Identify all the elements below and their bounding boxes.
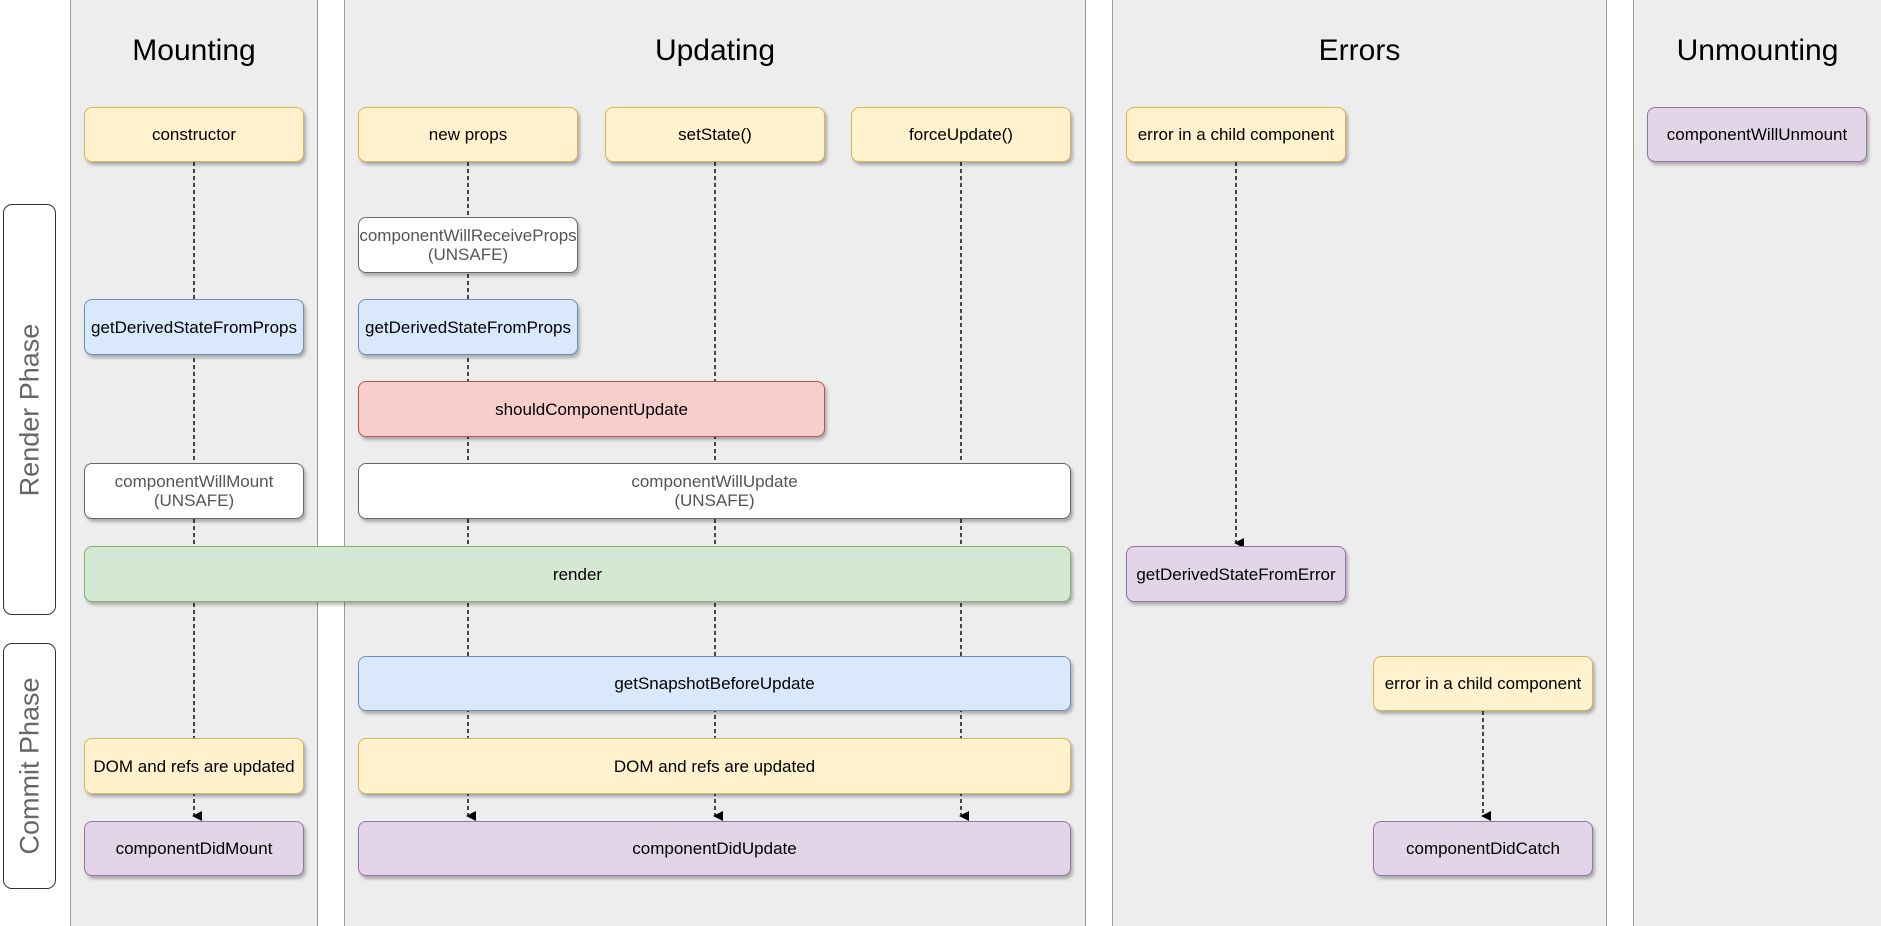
render-node: render — [84, 546, 1071, 602]
component-will-update-node: componentWillUpdate (UNSAFE) — [358, 463, 1071, 519]
get-derived-state-from-props-update-node: getDerivedStateFromProps — [358, 299, 578, 355]
constructor-node: constructor — [84, 107, 304, 162]
set-state-node: setState() — [605, 107, 825, 162]
component-will-unmount-node: componentWillUnmount — [1647, 107, 1867, 162]
commit-phase-label: Commit Phase — [3, 643, 56, 889]
should-component-update-node: shouldComponentUpdate — [358, 381, 825, 437]
component-did-catch-node: componentDidCatch — [1373, 821, 1593, 876]
column-title-updating: Updating — [654, 34, 776, 67]
component-did-mount-node: componentDidMount — [84, 821, 304, 876]
render-phase-label: Render Phase — [3, 204, 56, 615]
get-derived-state-from-error-node: getDerivedStateFromError — [1126, 546, 1346, 602]
column-title-unmounting: Unmounting — [1676, 34, 1839, 67]
column-title-mounting: Mounting — [132, 34, 256, 67]
new-props-node: new props — [358, 107, 578, 162]
column-title-errors: Errors — [1318, 34, 1401, 67]
get-snapshot-before-update-node: getSnapshotBeforeUpdate — [358, 656, 1071, 711]
error-child-node-render: error in a child component — [1126, 107, 1346, 162]
component-did-update-node: componentDidUpdate — [358, 821, 1071, 876]
get-derived-state-from-props-mount-node: getDerivedStateFromProps — [84, 299, 304, 355]
dom-refs-updated-update-node: DOM and refs are updated — [358, 738, 1071, 794]
force-update-node: forceUpdate() — [851, 107, 1071, 162]
component-will-receive-props-node: componentWillReceiveProps (UNSAFE) — [358, 217, 578, 273]
component-will-mount-node: componentWillMount (UNSAFE) — [84, 463, 304, 519]
dom-refs-updated-mount-node: DOM and refs are updated — [84, 738, 304, 794]
error-child-node-commit: error in a child component — [1373, 656, 1593, 711]
